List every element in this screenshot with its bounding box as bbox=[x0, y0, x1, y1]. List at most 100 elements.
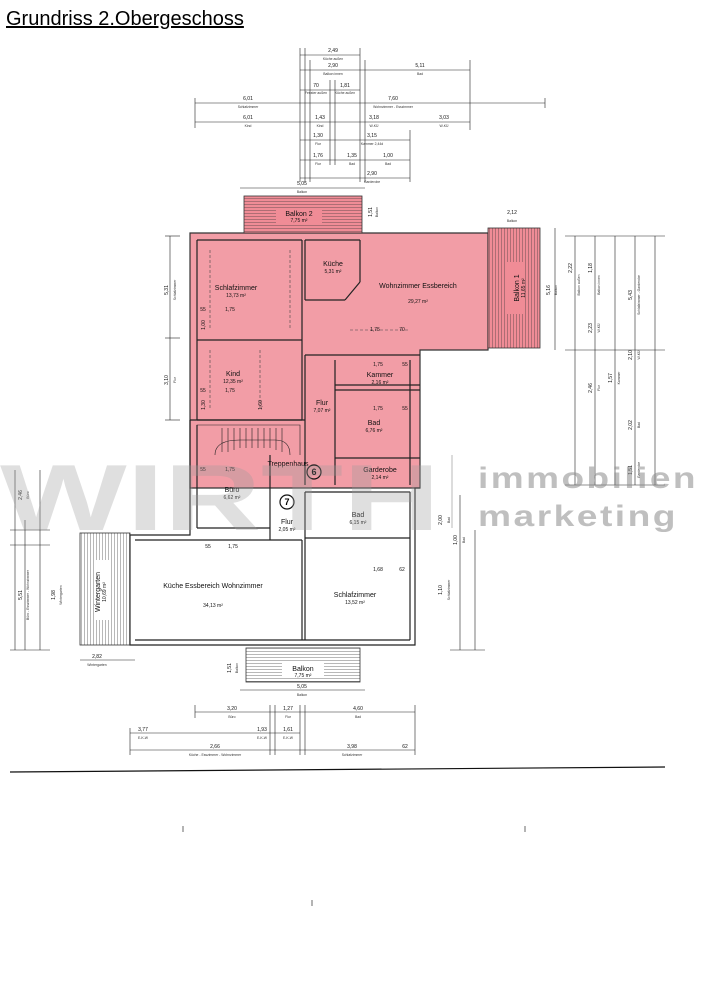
dim-label: 1,76 bbox=[313, 153, 323, 159]
marker-number: 7 bbox=[284, 497, 289, 507]
dim-label: 1,35 bbox=[347, 153, 357, 159]
right-dimension-chains bbox=[450, 228, 665, 651]
dim-label: 3,77 bbox=[138, 727, 148, 733]
dim-sub: Flur bbox=[315, 142, 322, 146]
dim-label: 4,60 bbox=[353, 706, 363, 712]
dim-label: 1,00 bbox=[201, 320, 207, 330]
dim-sub: Bad bbox=[447, 517, 451, 523]
dim-sub: Balkon bbox=[297, 190, 307, 194]
dim-sub: Flur bbox=[597, 384, 601, 391]
dim-sub: Balkon bbox=[297, 693, 307, 697]
dim-label: 2,22 bbox=[568, 263, 574, 273]
dim-label: 1,30 bbox=[201, 400, 207, 410]
dim-label: 1,51 bbox=[628, 465, 634, 475]
walls-apartment bbox=[196, 239, 420, 485]
dim-label: 2,49 bbox=[328, 48, 338, 54]
dim-label: 1,51 bbox=[368, 207, 374, 217]
dim-label: 55 bbox=[205, 544, 211, 550]
room-area: 10,69 m² bbox=[102, 582, 108, 602]
marker-number: 6 bbox=[311, 467, 316, 477]
dim-sub: E-K-W bbox=[283, 736, 294, 740]
room-area: 34,13 m² bbox=[203, 603, 223, 609]
bottom-dimension-labels: 5,05 Balkon 1,51 Balkon 3,20 Büro 1,27 F… bbox=[87, 654, 408, 757]
dim-label: 2,46 bbox=[18, 490, 24, 500]
dim-label: 1,43 bbox=[315, 115, 325, 121]
room-label-group: Wohnzimmer Essbereich 29,27 m² bbox=[379, 283, 457, 305]
dim-label: 5,11 bbox=[415, 63, 425, 69]
dim-sub: Kammer 2,44d bbox=[361, 142, 383, 146]
room-label: Treppenhaus bbox=[268, 461, 309, 468]
room-label: Balkon bbox=[292, 666, 314, 673]
dim-sub: Küche außen bbox=[323, 57, 343, 61]
dim-sub: Wintergarten bbox=[59, 585, 63, 605]
dim-label: 1,75 bbox=[225, 388, 235, 394]
dim-label: 1,75 bbox=[228, 544, 238, 550]
room-area: 2,16 m² bbox=[372, 380, 389, 386]
room-label: Flur bbox=[281, 519, 294, 526]
dim-label: 2,66 bbox=[210, 744, 220, 750]
dim-sub: Kind bbox=[245, 124, 252, 128]
room-area: 13,73 m² bbox=[226, 293, 246, 299]
dim-label: 3,15 bbox=[367, 133, 377, 139]
dim-label: 62 bbox=[399, 567, 405, 573]
room-area: 7,07 m² bbox=[314, 408, 331, 414]
dim-label: 1,30 bbox=[313, 133, 323, 139]
room-label: Wohnzimmer Essbereich bbox=[379, 283, 457, 290]
dim-sub: Garderobe bbox=[637, 462, 641, 478]
dim-sub: Büro - Esszimmer - Wohnzimmer bbox=[26, 569, 30, 620]
dim-sub: Balkon innen bbox=[597, 275, 601, 295]
dim-sub: Schlafzimmer bbox=[238, 105, 259, 109]
dim-label: 7,60 bbox=[388, 96, 398, 102]
watermark-line2: marketing bbox=[478, 500, 678, 533]
dim-label: 70 bbox=[399, 327, 405, 333]
dim-sub: Wintergarten bbox=[87, 663, 107, 667]
room-area: 2,05 m² bbox=[279, 527, 296, 533]
room-label: Schlafzimmer bbox=[215, 285, 258, 292]
right-dimension-labels: 5,16 Balkon 2,22 Balkon außen 1,18 Balko… bbox=[438, 263, 641, 600]
watermark: WIRTH immobilien marketing bbox=[0, 445, 696, 550]
dim-sub: Büro bbox=[228, 715, 235, 719]
dim-label: 3,20 bbox=[227, 706, 237, 712]
dim-label: 5,16 bbox=[546, 285, 552, 295]
watermark-logo: WIRTH bbox=[0, 445, 440, 550]
dim-label: 1,68 bbox=[373, 567, 383, 573]
dim-label: 1,75 bbox=[373, 406, 383, 412]
dim-sub: Bad bbox=[637, 422, 641, 428]
dim-label: 5,05 bbox=[297, 181, 307, 187]
dim-sub: Bad bbox=[385, 162, 391, 166]
dim-label: 1,61 bbox=[283, 727, 293, 733]
room-area: 7,75 m² bbox=[291, 218, 308, 224]
dim-sub: Flur bbox=[173, 376, 177, 383]
page-rule bbox=[9, 766, 666, 773]
room-label: Kind bbox=[226, 371, 240, 378]
bottom-dimension-chains bbox=[80, 659, 416, 755]
dim-label: 2,90 bbox=[328, 63, 338, 69]
room-label: Kammer bbox=[367, 372, 394, 379]
dim-label: 2,23 bbox=[588, 323, 594, 333]
dim-sub: Balkon innen bbox=[323, 72, 343, 76]
top-dimension-labels: 2,49 Küche außen 2,90 Balkon innen 5,11 … bbox=[238, 48, 518, 223]
wintergarten bbox=[79, 532, 131, 646]
dim-label: 62 bbox=[402, 744, 408, 750]
dim-label: 1,18 bbox=[588, 263, 594, 273]
dim-sub: Büro bbox=[26, 491, 30, 498]
dim-label: 2,90 bbox=[367, 171, 377, 177]
room-area: 6,62 m² bbox=[224, 495, 241, 501]
room-label: Bad bbox=[352, 512, 365, 519]
dim-sub: Fenster außen bbox=[305, 91, 327, 95]
dim-label: 55 bbox=[200, 467, 206, 473]
dim-label: 70 bbox=[313, 83, 319, 89]
dim-sub: Schlafzimmer bbox=[447, 579, 451, 600]
room-label: Küche Essbereich Wohnzimmer bbox=[163, 583, 263, 590]
room-area: 13,52 m² bbox=[345, 600, 365, 606]
dim-sub: W-KÜ bbox=[637, 350, 641, 360]
left-dimension-chains bbox=[10, 235, 180, 651]
dim-label: 6,01 bbox=[243, 115, 253, 121]
dim-sub: Küche - Esszimmer - Wohnzimmer bbox=[189, 753, 242, 757]
dim-sub: Balkon bbox=[235, 663, 239, 673]
room-area: 6,15 m² bbox=[350, 520, 367, 526]
dim-sub: Flur bbox=[285, 715, 292, 719]
dim-label: 2,00 bbox=[438, 515, 444, 525]
dim-label: 55 bbox=[402, 362, 408, 368]
dim-sub: Schlafzimmer bbox=[173, 279, 177, 300]
